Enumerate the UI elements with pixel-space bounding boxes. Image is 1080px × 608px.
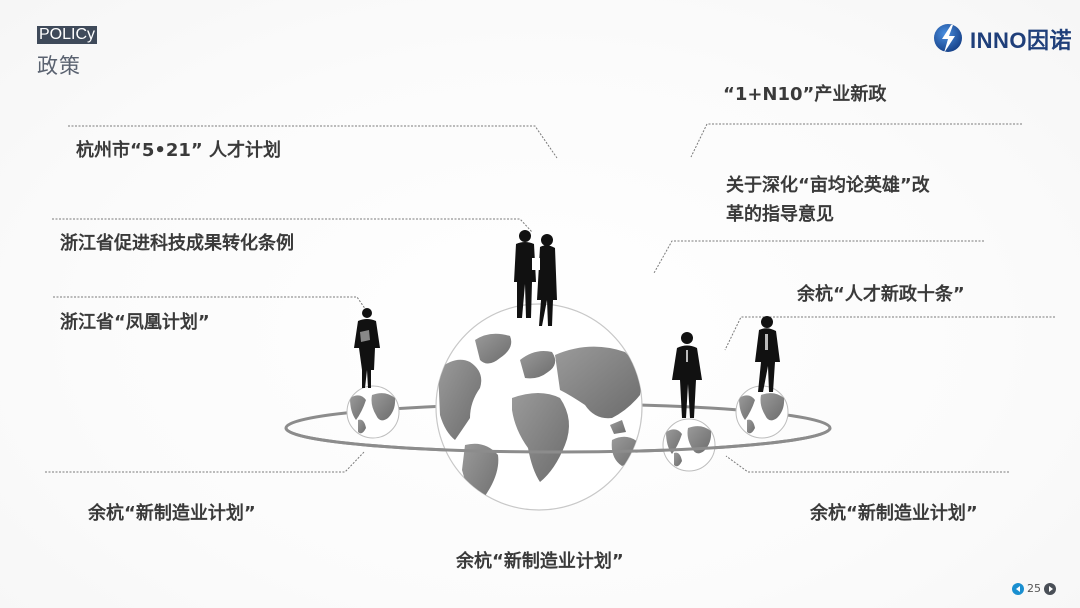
prev-arrow-icon <box>1015 585 1020 592</box>
policy-label-yuhang-talent: 余杭“人才新政十条” <box>797 284 965 305</box>
policy-label-yuhang-manufacturing-left: 余杭“新制造业计划” <box>88 503 256 524</box>
policy-label-mujun-line1: 关于深化“亩均论英雄”改 <box>726 175 930 196</box>
prev-slide-button[interactable] <box>1012 582 1024 595</box>
policy-label-yuhang-manufacturing-bottom: 余杭“新制造业计划” <box>456 551 624 572</box>
next-arrow-icon <box>1048 585 1053 592</box>
policy-label-hangzhou-521: 杭州市“5•21” 人才计划 <box>76 140 282 161</box>
section-tag: POLICy <box>37 26 98 44</box>
couple-silhouette <box>514 230 557 326</box>
policy-label-zhejiang-phoenix: 浙江省“凤凰计划” <box>60 312 210 333</box>
world-globe-large <box>435 303 643 511</box>
people-silhouettes <box>354 230 780 418</box>
logo-text: INNO因诺 <box>970 28 1073 53</box>
policy-label-yuhang-manufacturing-right: 余杭“新制造业计划” <box>810 503 978 524</box>
company-logo: INNO因诺 <box>932 22 1072 56</box>
lightning-globe-icon <box>934 24 962 53</box>
next-slide-button[interactable] <box>1044 582 1056 595</box>
page-number: 25 <box>1027 582 1041 595</box>
policy-label-zhejiang-tech-transfer: 浙江省促进科技成果转化条例 <box>60 233 294 254</box>
slide-pager: 25 <box>1012 582 1056 595</box>
woman-silhouette-left <box>354 308 380 388</box>
man-silhouette <box>672 332 702 418</box>
world-globe-small-left <box>346 385 400 439</box>
world-globe-small-right <box>735 385 789 439</box>
policy-label-mujun-line2: 革的指导意见 <box>726 204 834 225</box>
world-globe-small-center-right <box>662 418 716 472</box>
section-title: 政策 <box>37 54 81 78</box>
woman-silhouette-right <box>755 316 780 392</box>
policy-label-1n10: “1+N10”产业新政 <box>723 84 887 105</box>
